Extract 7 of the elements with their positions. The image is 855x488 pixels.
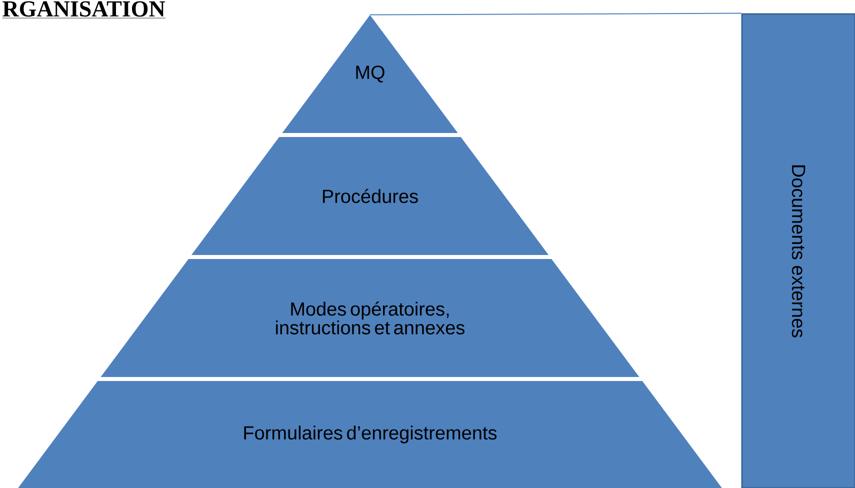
- pyramid-tier: Formulaires d’enregistrements: [18, 381, 722, 488]
- pyramid-tier: Procédures: [191, 137, 549, 255]
- pyramid-tier: Modes opératoires, instructions et annexes: [100, 259, 640, 377]
- side-bar: Documents externes: [741, 13, 855, 488]
- heading: RGANISATION: [2, 1, 166, 18]
- connector-line: [370, 12, 742, 16]
- pyramid-tier: MQ: [282, 15, 458, 133]
